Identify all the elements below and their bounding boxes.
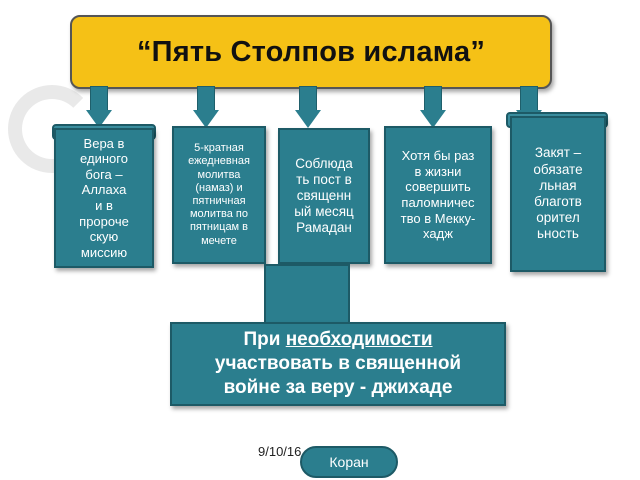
pillar-text-line: паломничес <box>401 195 475 210</box>
jihad-box: При необходимости участвовать в священно… <box>170 322 506 406</box>
pillar-fasting: Соблюда ть пост в священн ый месяц Рамад… <box>278 128 370 264</box>
pillar-text-line: и в <box>95 198 113 213</box>
pillar-text-line: льная <box>539 177 577 193</box>
diagram-title: “Пять Столпов ислама” <box>70 15 552 89</box>
pillar-text-line: священн <box>296 187 352 203</box>
pillar-text-line: хадж <box>423 226 453 242</box>
pillar-text-line: Хотя бы раз <box>401 148 475 164</box>
pillar-text-line: скую <box>89 229 119 245</box>
arrow-down-icon <box>86 86 112 130</box>
pillar-text-line: пророче <box>79 213 129 229</box>
pillar-text-line: молитва по <box>189 208 248 221</box>
pillar-text-line: тво в Мекку- <box>400 210 476 226</box>
pillar-text-line: Рамадан <box>296 220 352 236</box>
pillar-hajj: Хотя бы раз в жизни совершить паломничес… <box>384 126 492 264</box>
arrow-down-icon <box>295 86 321 130</box>
pillar-text-line: единого <box>80 151 128 167</box>
jihad-line-3: войне за веру - джихаде <box>223 376 453 398</box>
pillar-text-line: ежедневная <box>188 155 250 168</box>
jihad-line-1: При необходимости <box>172 328 504 352</box>
pillar-text-line: мечете <box>201 234 237 247</box>
pillar-text-line: бога – <box>85 166 123 182</box>
pillar-text-line: ть пост в <box>296 171 352 187</box>
jihad-underlined: необходимости <box>285 329 433 351</box>
arrow-down-icon <box>420 86 446 130</box>
pillar-text-line: Аллаха <box>81 182 127 198</box>
pillar-text-line: Вера в <box>83 135 125 151</box>
pillar-text-line: пятницам в <box>189 221 249 234</box>
pillar-text-line: (намаз) и <box>195 181 243 194</box>
pillar-text-line: ый месяц <box>294 204 354 220</box>
pillar-text-line: в жизни <box>414 163 462 179</box>
pillar-text-line: ьность <box>537 226 579 242</box>
pillar-text-line: орител <box>536 210 580 226</box>
pillar-text-line: 5-кратная <box>194 142 244 155</box>
pillar-text-line: благотв <box>534 194 582 209</box>
jihad-line-2: участвовать в священной <box>214 353 462 375</box>
pillar-prayer: 5-кратная ежедневная молитва (намаз) и п… <box>172 126 266 264</box>
slide-date: 9/10/16 <box>258 444 302 459</box>
pillar-text-line: молитва <box>197 168 241 181</box>
pillar-text-line: Соблюда <box>295 155 353 171</box>
pillar-faith: Вера в единого бога – Аллаха и в пророче… <box>54 128 154 268</box>
arrow-down-icon <box>193 86 219 130</box>
pillar-text-line: пятничная <box>192 195 246 207</box>
source-badge: Коран <box>300 446 398 478</box>
pillar-text-line: обязате <box>533 161 583 177</box>
pillar-text-line: миссию <box>80 244 128 260</box>
pillar-zakat: Закят – обязате льная благотв орител ьно… <box>510 116 606 272</box>
pillar-text-line: Закят – <box>534 145 582 161</box>
jihad-prefix: При <box>243 329 286 351</box>
pillar-text-line: совершить <box>405 179 471 195</box>
